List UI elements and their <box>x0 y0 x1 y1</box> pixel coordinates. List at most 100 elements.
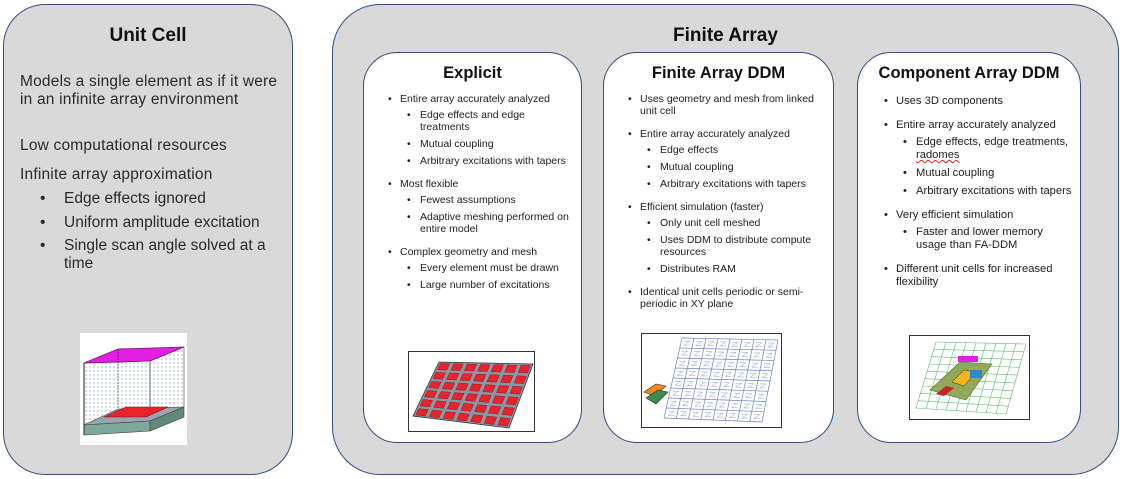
sub-item: Arbitrary excitations with tapers <box>896 185 1072 198</box>
explicit-array-image <box>408 351 535 432</box>
array-patch <box>441 382 456 390</box>
mesh-cell-mark <box>749 373 757 378</box>
mesh-cell-mark <box>676 370 685 376</box>
wire-line <box>975 343 997 413</box>
mesh-cell-mark <box>712 372 721 377</box>
array-patch <box>470 414 484 424</box>
mesh-cell-mark <box>678 360 687 366</box>
mesh-cell-mark <box>741 352 749 357</box>
array-patch <box>500 375 514 384</box>
array-patch <box>446 372 460 381</box>
list-item-text: Entire array accurately analyzed <box>640 128 790 140</box>
list-item-text: Entire array accurately analyzed <box>896 119 1056 131</box>
sub-item: Edge effects <box>640 144 825 156</box>
list-item: Complex geometry and mesh Every element … <box>386 246 573 291</box>
unit-cell-bullet-list: Edge effects ignored Uniform amplitude e… <box>40 190 270 278</box>
mesh-cell-mark <box>719 341 727 347</box>
mesh-cell-mark <box>702 361 711 367</box>
mesh-cell-mark <box>759 383 767 389</box>
mesh-cell-mark <box>690 361 699 366</box>
mesh-cell-mark <box>679 411 688 416</box>
sub-item: Arbitrary excitations with tapers <box>640 178 825 190</box>
finite-array-ddm-image <box>641 333 782 428</box>
array-patch <box>490 364 504 373</box>
list-item-text: Most flexible <box>400 178 459 190</box>
component-array-ddm-list: Uses 3D components Entire array accurate… <box>882 95 1072 300</box>
array-patch <box>437 391 451 400</box>
mesh-cell-mark <box>763 363 771 368</box>
array-patch <box>488 405 502 415</box>
array-patch <box>486 374 500 383</box>
mesh-cell-mark <box>753 414 761 419</box>
sub-item: Fewest assumptions <box>400 194 573 206</box>
mesh-cell-mark <box>706 402 714 407</box>
list-item: Efficient simulation (faster) Only unit … <box>626 201 825 275</box>
wire-line <box>925 342 947 409</box>
sub-item: Edge effects and edge treatments <box>400 109 573 133</box>
array-patch <box>497 417 511 427</box>
array-patch <box>469 383 483 392</box>
wire-line <box>915 341 937 409</box>
wire-line <box>933 349 1024 353</box>
mesh-cell-mark <box>691 411 700 417</box>
mesh-cell-mark <box>744 393 753 398</box>
mesh-cell-mark <box>681 401 690 406</box>
list-item-text: Complex geometry and mesh <box>400 246 538 258</box>
mesh-cell-mark <box>674 380 682 386</box>
sub-item: Mutual coupling <box>640 161 825 173</box>
mesh-cell-mark <box>671 390 680 396</box>
array-patch <box>437 363 451 371</box>
mesh-cell-mark <box>704 412 712 417</box>
wire-line <box>1005 343 1027 415</box>
array-patch <box>428 381 442 389</box>
mesh-line <box>668 397 767 402</box>
array-patch <box>433 400 447 409</box>
list-item: Most flexible Fewest assumptions Adaptiv… <box>386 178 573 235</box>
mesh-line <box>666 407 765 413</box>
finite-array-ddm-list: Uses geometry and mesh from linked unit … <box>626 93 825 321</box>
list-item: Entire array accurately analyzed Edge ef… <box>882 119 1072 198</box>
mesh-cell-mark <box>753 352 761 358</box>
component-array-ddm-title: Component Array DDM <box>878 64 1060 82</box>
mesh-cell-mark <box>746 383 755 388</box>
unit-cell-bullet: Edge effects ignored <box>40 190 270 208</box>
mesh-cell-mark <box>700 371 709 377</box>
list-item-text: Efficient simulation (faster) <box>640 201 764 213</box>
mesh-cell-mark <box>683 340 691 346</box>
mesh-cell-mark <box>716 412 725 418</box>
mesh-cell-mark <box>692 351 701 356</box>
mesh-cell-mark <box>686 381 694 386</box>
array-patch <box>450 363 464 371</box>
wire-line <box>935 341 1027 345</box>
list-item: Entire array accurately analyzed Edge ef… <box>626 128 825 190</box>
array-patch <box>419 399 433 408</box>
mesh-cell-mark <box>729 352 737 357</box>
array-patch <box>473 373 487 382</box>
mesh-cell-mark <box>728 413 737 418</box>
sub-item: Adaptive meshing performed on entire mod… <box>400 211 573 235</box>
sub-item: Only unit cell meshed <box>640 217 825 229</box>
mesh-cell-mark <box>704 351 713 356</box>
mesh-cell-mark <box>720 392 729 398</box>
mesh-cell-mark <box>734 382 743 388</box>
unit-cell-bullet: Uniform amplitude excitation <box>40 214 270 232</box>
sub-item: Every element must be drawn <box>400 262 573 274</box>
list-item: Different unit cells for increased flexi… <box>882 263 1072 289</box>
finite-array-ddm-title: Finite Array DDM <box>651 64 786 82</box>
unit-cell-approximation: Infinite array approximation <box>20 166 213 183</box>
mesh-cell-mark <box>724 372 733 377</box>
array-patch <box>501 406 515 416</box>
wire-line <box>915 407 1007 415</box>
array-patch <box>505 396 519 406</box>
sub-item: Mutual coupling <box>896 167 1072 180</box>
array-patch <box>482 384 496 393</box>
component-array-image <box>909 335 1030 420</box>
mesh-line <box>761 339 779 423</box>
wire-line <box>995 343 1017 414</box>
list-item: Uses geometry and mesh from linked unit … <box>626 93 825 117</box>
array-patch <box>460 403 474 412</box>
sub-item-text: Edge effects, edge treatments, radomes <box>916 136 1069 161</box>
list-item: Very efficient simulation Faster and low… <box>882 209 1072 252</box>
sub-item: Distributes RAM <box>640 263 825 275</box>
unit-cell-description: Models a single element as if it were in… <box>20 73 278 108</box>
